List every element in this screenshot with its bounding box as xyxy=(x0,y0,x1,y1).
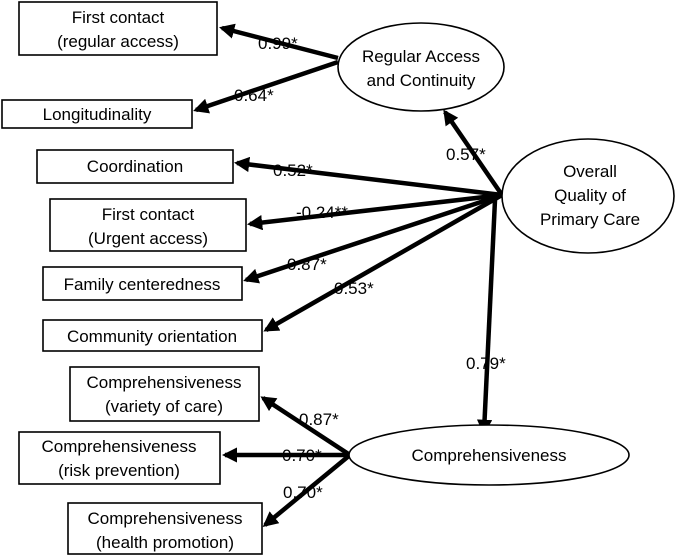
coef-family-centeredness: 0.87* xyxy=(287,255,327,274)
indicator-coordination: Coordination xyxy=(36,149,234,184)
indicator-label-line2: (risk prevention) xyxy=(58,461,180,480)
latent-label-line1: Overall xyxy=(563,162,617,181)
arrow-overall-to-coordination xyxy=(233,156,503,198)
indicator-label-line1: First contact xyxy=(102,205,195,224)
coef-coordination: 0.52* xyxy=(273,161,313,180)
latent-label-line3: Primary Care xyxy=(540,210,640,229)
coef-comp-health: 0.70* xyxy=(283,483,323,502)
path-arrows xyxy=(193,23,504,527)
arrow-comp-to-variety xyxy=(260,396,352,457)
coefficient-labels: 0.99* 0.64* 0.57* 0.52* -0.24** 0.87* 0.… xyxy=(234,34,506,502)
indicator-first-contact-urgent: First contact (Urgent access) xyxy=(49,198,247,252)
indicator-label: Coordination xyxy=(87,157,183,176)
coef-community-orientation: 0.53* xyxy=(334,279,374,298)
latent-label-line1: Regular Access xyxy=(362,47,480,66)
latent-label-line2: and Continuity xyxy=(367,71,476,90)
latent-overall-quality: Overall Quality of Primary Care xyxy=(501,138,675,254)
coef-comp-risk: 0.70* xyxy=(282,446,322,465)
latent-comprehensiveness: Comprehensiveness xyxy=(348,424,630,486)
arrow-overall-to-family-centeredness xyxy=(243,192,503,284)
indicator-label: Community orientation xyxy=(67,327,237,346)
indicator-longitudinality: Longitudinality xyxy=(1,99,193,129)
arrow-overall-to-first-contact-urgent xyxy=(246,192,503,231)
coef-comp-variety: 0.87* xyxy=(299,410,339,429)
coef-first-contact-urgent: -0.24** xyxy=(296,203,348,222)
indicator-label-line1: Comprehensiveness xyxy=(88,509,243,528)
arrow-overall-to-regular-access xyxy=(443,109,504,197)
indicator-comp-health: Comprehensiveness (health promotion) xyxy=(67,502,263,555)
indicator-label-line2: (Urgent access) xyxy=(88,229,208,248)
coef-comprehensiveness: 0.79* xyxy=(466,354,506,373)
arrow-comp-to-health xyxy=(262,453,352,527)
coef-regular-access: 0.57* xyxy=(446,145,486,164)
arrow-overall-to-community-orientation xyxy=(263,193,504,332)
coef-first-contact-regular: 0.99* xyxy=(258,34,298,53)
coef-longitudinality: 0.64* xyxy=(234,86,274,105)
indicator-comp-variety: Comprehensiveness (variety of care) xyxy=(69,366,260,422)
indicator-label-line2: (variety of care) xyxy=(105,397,223,416)
indicator-label-line1: First contact xyxy=(72,8,165,27)
indicator-family-centeredness: Family centeredness xyxy=(42,266,243,301)
indicator-label-line1: Comprehensiveness xyxy=(87,373,242,392)
indicator-label-line2: (health promotion) xyxy=(96,533,234,552)
indicator-community-orientation: Community orientation xyxy=(42,319,263,352)
latent-label-line2: Quality of xyxy=(554,186,626,205)
indicator-comp-risk: Comprehensiveness (risk prevention) xyxy=(18,431,221,485)
indicator-label: Family centeredness xyxy=(64,275,221,294)
arrow-regular-to-longitudinality xyxy=(193,59,339,114)
indicator-label-line1: Comprehensiveness xyxy=(42,437,197,456)
arrow-regular-to-first-contact xyxy=(219,23,339,61)
indicator-first-contact-regular: First contact (regular access) xyxy=(18,1,218,56)
indicator-label: Longitudinality xyxy=(43,105,152,124)
latent-regular-access: Regular Access and Continuity xyxy=(337,22,505,112)
latent-label: Comprehensiveness xyxy=(412,446,567,465)
arrow-overall-to-comprehensiveness xyxy=(476,199,498,436)
indicator-label-line2: (regular access) xyxy=(57,32,179,51)
